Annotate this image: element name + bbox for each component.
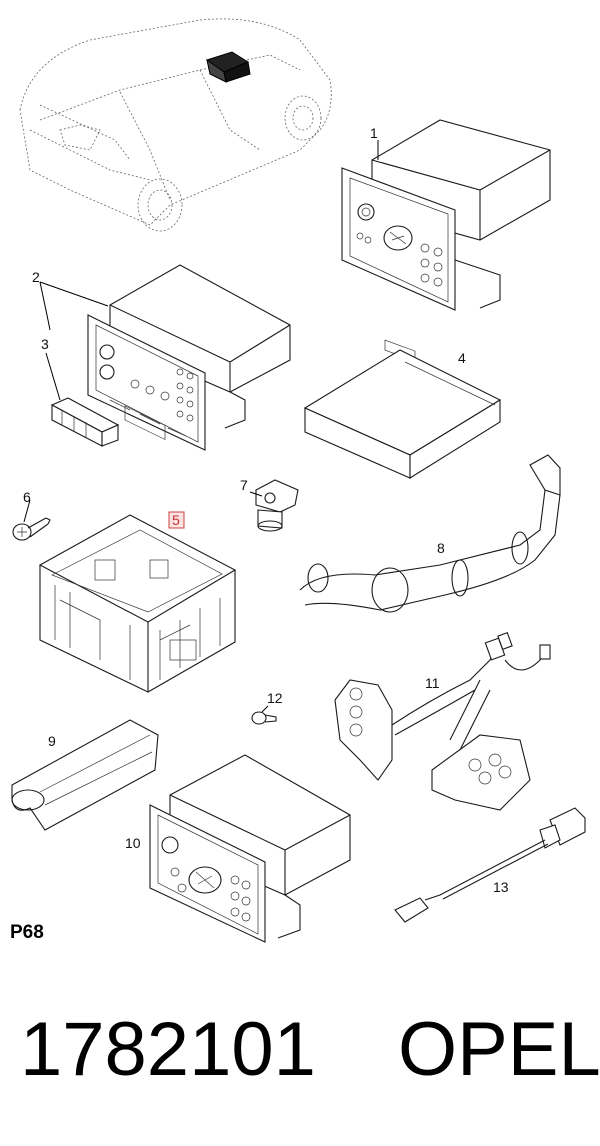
callout-13: 13 — [493, 879, 509, 895]
part-number: 1782101 — [20, 1007, 316, 1092]
part-1-radio — [341, 119, 551, 362]
callout-8: 8 — [437, 540, 445, 556]
callout-12: 12 — [267, 690, 283, 706]
callout-5[interactable]: 5 — [172, 512, 180, 528]
part-2-radio — [87, 264, 291, 451]
part-6-screw — [12, 517, 51, 541]
callout-5-highlight[interactable]: 5 — [168, 511, 185, 529]
part-8-duct — [299, 454, 561, 613]
brand-name: OPEL — [398, 1007, 600, 1092]
leader-lines — [23, 140, 379, 713]
callout-3: 3 — [41, 336, 49, 352]
part-7-clip — [255, 479, 299, 532]
part-9-cover — [11, 719, 159, 831]
callout-2: 2 — [32, 269, 40, 285]
part-4-box — [303, 349, 502, 479]
page-code: P68 — [10, 922, 44, 943]
callout-10: 10 — [125, 835, 141, 851]
part-5-frame — [38, 514, 237, 693]
callout-labels: 1 2 3 4 5 6 7 8 9 10 11 12 13 — [23, 125, 509, 895]
part-13-cable — [394, 807, 586, 923]
part-12-screw — [251, 711, 277, 725]
part-10-radio — [149, 754, 351, 943]
callout-7: 7 — [240, 477, 248, 493]
part-3-buttons — [50, 397, 120, 447]
callout-9: 9 — [48, 733, 56, 749]
callout-11: 11 — [425, 675, 440, 691]
car-illustration — [19, 18, 332, 232]
callout-6: 6 — [23, 489, 31, 505]
radio-location-marker — [205, 51, 251, 83]
part-11-controls — [334, 632, 551, 811]
callout-4: 4 — [458, 350, 466, 366]
callout-1: 1 — [370, 125, 378, 141]
